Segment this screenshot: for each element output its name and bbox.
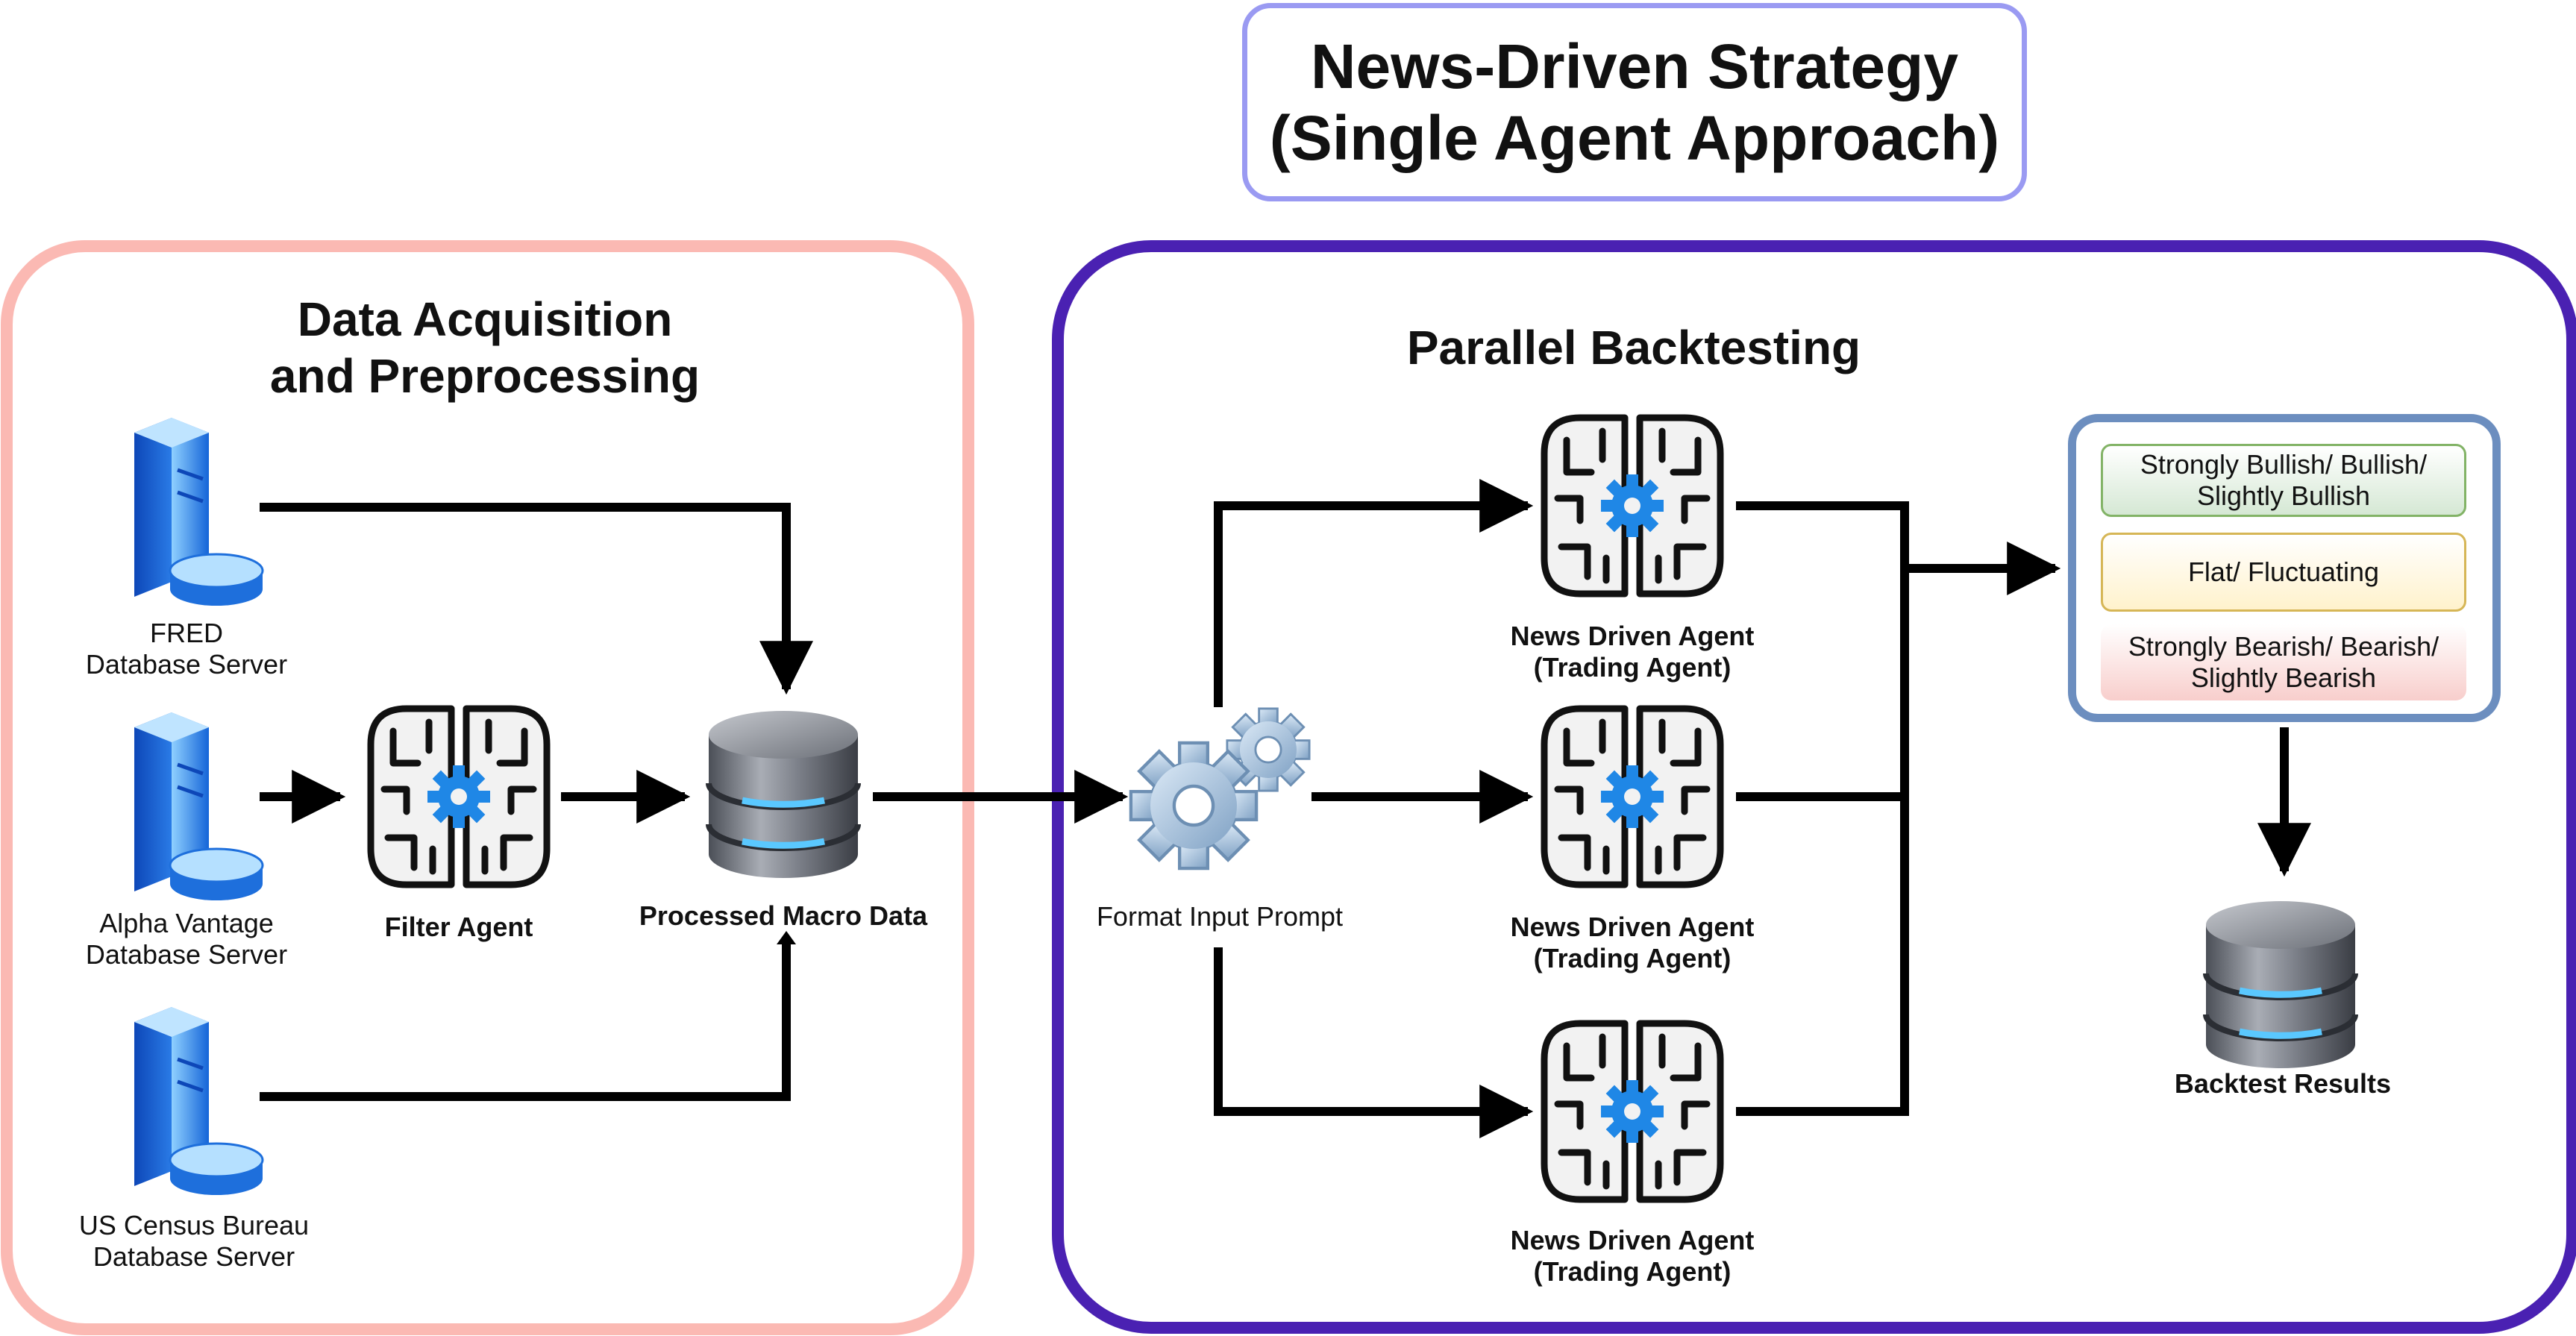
section-title-data-acquisition: Data Acquisition and Preprocessing <box>269 292 701 403</box>
server-label-alpha-vantage: Alpha Vantage Database Server <box>85 908 288 970</box>
database-icon <box>2206 901 2355 1068</box>
outcome-bullish: Strongly Bullish/ Bullish/ Slightly Bull… <box>2101 444 2466 517</box>
processed-data-label: Processed Macro Data <box>639 900 928 931</box>
arrow-format-to-agent-3 <box>1214 947 1534 1138</box>
parallel-backtesting-frame <box>1052 240 2576 1334</box>
agent-label-1: News Driven Agent (Trading Agent) <box>1510 621 1755 683</box>
filter-agent-label: Filter Agent <box>384 912 533 942</box>
backtest-results-label: Backtest Results <box>2174 1068 2392 1099</box>
connectors-left <box>260 503 813 1101</box>
server-label-census: US Census Bureau Database Server <box>78 1210 310 1272</box>
server-label-fred: FRED Database Server <box>85 618 288 680</box>
agent-label-3: News Driven Agent (Trading Agent) <box>1510 1225 1755 1287</box>
arrow-fred-to-processed <box>260 503 813 695</box>
connectors-right <box>873 479 2311 1138</box>
title-box: News-Driven Strategy (Single Agent Appro… <box>1242 3 2027 201</box>
section-title-parallel-backtesting: Parallel Backtesting <box>1406 321 1861 374</box>
arrowhead-census-up <box>777 931 796 944</box>
arrow-format-to-agent-1 <box>1214 479 1534 707</box>
outcome-bearish: Strongly Bearish/ Bearish/ Slightly Bear… <box>2101 624 2466 700</box>
outcome-flat: Flat/ Fluctuating <box>2101 533 2466 612</box>
database-icon <box>709 711 858 878</box>
merge-agent-1 <box>1736 501 1909 1116</box>
arrow-census-to-processed <box>260 938 791 1101</box>
diagram-title: News-Driven Strategy (Single Agent Appro… <box>1269 31 2000 173</box>
agent-label-2: News Driven Agent (Trading Agent) <box>1510 912 1755 973</box>
format-prompt-label: Format Input Prompt <box>1096 901 1344 932</box>
outcome-box: Strongly Bullish/ Bullish/ Slightly Bull… <box>2068 414 2501 722</box>
